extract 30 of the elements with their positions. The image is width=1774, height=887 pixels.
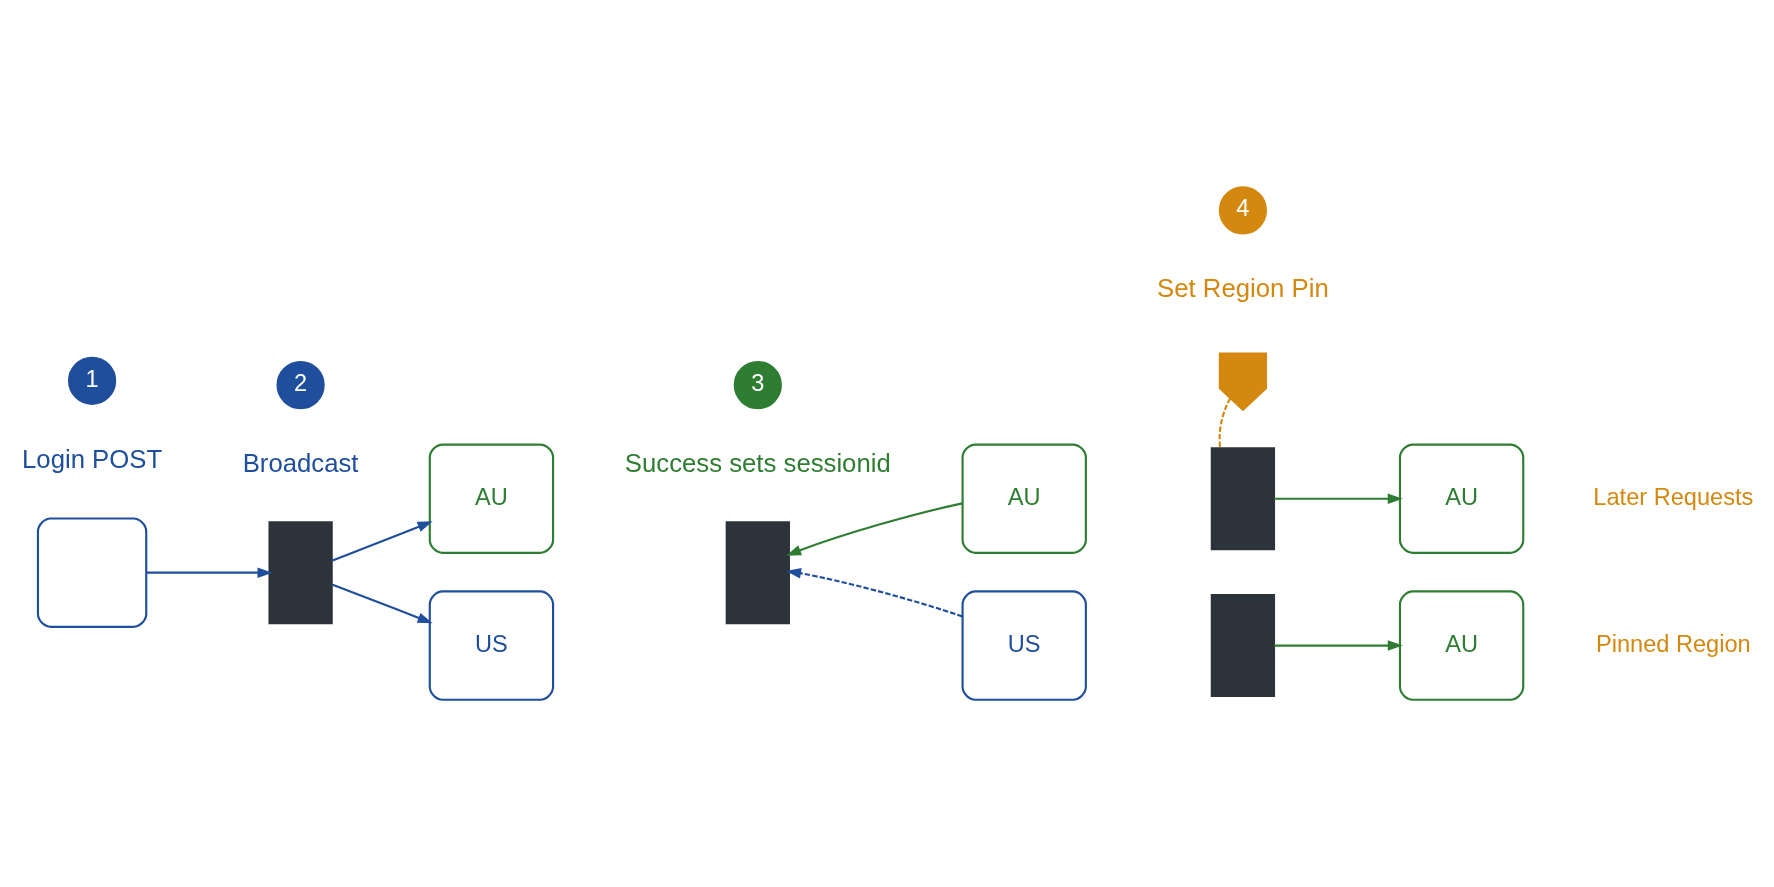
node-label: Success sets sessionid <box>624 449 891 478</box>
node-box: US <box>428 590 555 701</box>
node-label: Broadcast <box>242 449 359 478</box>
node-box <box>725 521 790 625</box>
node-box: US <box>961 590 1087 701</box>
arrow <box>1274 640 1403 651</box>
node-box: AU <box>1398 590 1525 701</box>
label: Pinned Region <box>1595 630 1751 657</box>
connector <box>1218 397 1232 449</box>
node-box <box>268 521 333 625</box>
arrow <box>331 521 433 562</box>
node-label: Set Region Pin <box>1157 274 1329 303</box>
arrow <box>786 502 963 556</box>
arrow <box>331 583 433 624</box>
node-window <box>36 517 148 628</box>
node-box: AU <box>1398 443 1525 554</box>
arrow <box>146 567 273 578</box>
node-pin <box>1218 352 1268 412</box>
arrow <box>1274 493 1403 504</box>
node-box <box>1210 447 1276 551</box>
node-box: AU <box>428 443 555 554</box>
arrow <box>786 568 963 618</box>
node-circle: 2 <box>276 360 325 410</box>
node-box: AU <box>961 443 1087 554</box>
node-circle: 4 <box>1218 186 1268 235</box>
node-circle: 1 <box>68 356 117 405</box>
label: Later Requests <box>1593 483 1754 510</box>
node-box <box>1210 594 1276 698</box>
node-circle: 3 <box>733 360 782 410</box>
node-label: Login POST <box>22 444 163 473</box>
